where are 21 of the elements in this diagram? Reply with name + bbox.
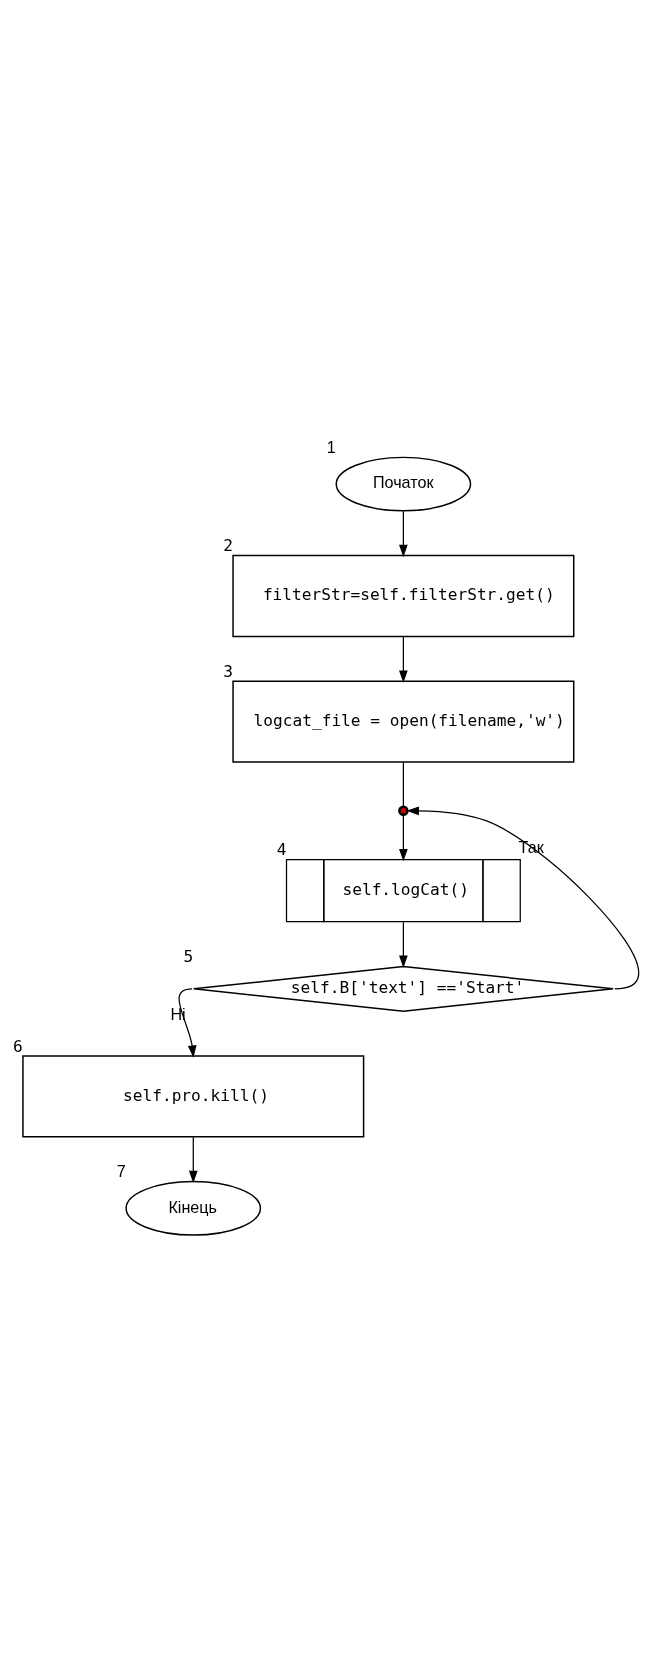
- arrow: [399, 635, 408, 683]
- arrow: [188, 1136, 198, 1184]
- node-label: 1: [326, 437, 336, 456]
- node-diamond: self.B['text'] =='Start': [192, 965, 614, 1012]
- connector: [402, 761, 404, 808]
- arrow: [399, 921, 408, 968]
- node-label: 6: [13, 1036, 23, 1056]
- node-label: 5: [183, 947, 194, 966]
- arrow: [406, 806, 640, 990]
- node-label: 3: [223, 661, 233, 681]
- arrow: [399, 814, 408, 862]
- arrow: [399, 510, 408, 558]
- node-ellipse: Кінець: [125, 1180, 262, 1236]
- node-ellipse: Початок: [335, 456, 472, 512]
- node-label: 2: [223, 536, 233, 556]
- node-box: self.pro.kill(): [22, 1055, 365, 1138]
- node-box: filterStr=self.filterStr.get(): [232, 554, 575, 638]
- node-label: 4: [276, 840, 287, 860]
- node-label: 7: [116, 1162, 126, 1181]
- node-circle: [398, 805, 409, 817]
- node-box: logcat_file = open(filename,'w'): [232, 680, 575, 763]
